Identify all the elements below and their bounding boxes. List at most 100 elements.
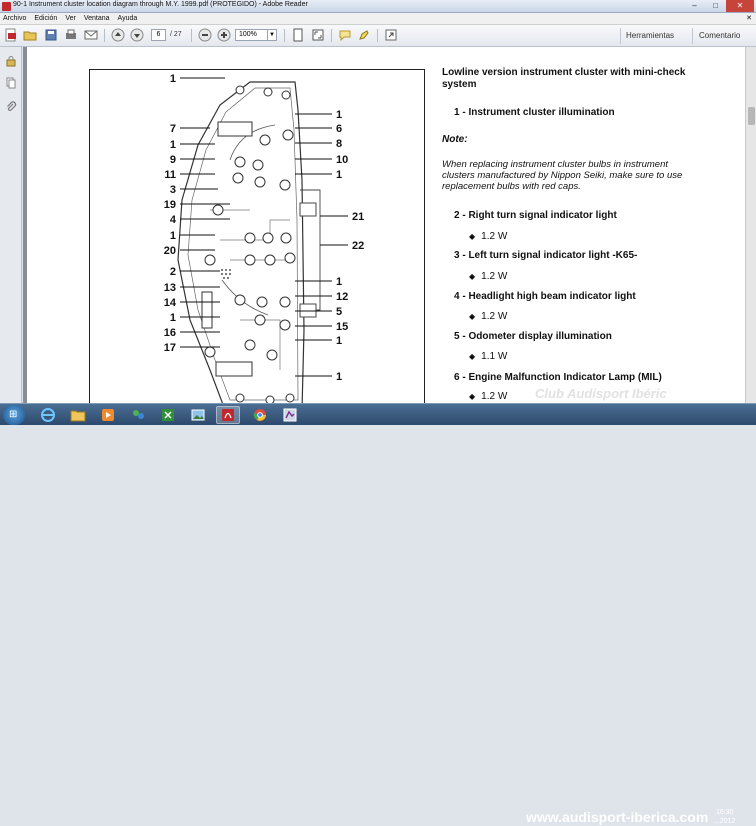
page-thumbnails-icon[interactable] <box>5 77 17 89</box>
clock-date: ...2012 <box>714 818 736 825</box>
toolbar: 6 / 27 100% ▼ Herramientas Comentario <box>0 25 756 47</box>
diagram-label: 8 <box>336 138 342 150</box>
legend-item-6: 6 - Engine Malfunction Indicator Lamp (M… <box>454 372 662 383</box>
close-button[interactable]: ✕ <box>726 0 754 12</box>
adobe-reader-icon <box>2 2 11 11</box>
lock-icon[interactable] <box>5 55 17 67</box>
diagram-label: 10 <box>336 154 348 166</box>
print-icon[interactable] <box>64 28 78 42</box>
minimize-button[interactable]: – <box>692 1 697 10</box>
window-controls: – □ ✕ <box>684 0 754 12</box>
comentario-button[interactable]: Comentario <box>699 31 741 40</box>
excel-icon[interactable] <box>156 406 180 424</box>
image-viewer-icon[interactable] <box>186 406 210 424</box>
create-pdf-icon[interactable] <box>4 28 18 42</box>
comment-icon[interactable] <box>338 28 352 42</box>
menu-ventana[interactable]: Ventana <box>83 15 110 22</box>
diagram-label: 4 <box>170 214 177 226</box>
start-button[interactable]: ⊞ <box>3 405 25 425</box>
extend-icon[interactable] <box>384 28 398 42</box>
menu-archivo[interactable]: Archivo <box>3 15 27 22</box>
windows-icon: ⊞ <box>9 409 18 420</box>
diagram-label: 1 <box>170 139 176 151</box>
diagram-label: 15 <box>336 321 348 333</box>
taskbar: ⊞ www.audisport-iberica.com 16:30 ...201… <box>0 403 756 825</box>
diagram-label: 13 <box>164 282 176 294</box>
save-icon[interactable] <box>44 28 58 42</box>
system-clock[interactable]: 16:30 ...2012 <box>714 808 735 826</box>
internet-explorer-icon[interactable] <box>36 406 60 424</box>
diagram-label: 14 <box>164 297 177 309</box>
legend-item-1: 1 - Instrument cluster illumination <box>454 107 615 118</box>
note-text: When replacing instrument cluster bulbs … <box>442 159 683 192</box>
application-icon[interactable] <box>278 406 302 424</box>
fit-page-icon[interactable] <box>291 28 305 42</box>
title-bar: 90-1 Instrument cluster location diagram… <box>0 0 756 13</box>
diamond-bullet-icon: ◆ <box>469 352 476 361</box>
section-heading: Lowline version instrument cluster with … <box>442 67 686 90</box>
diamond-bullet-icon: ◆ <box>469 232 476 241</box>
diagram-label: 20 <box>164 245 176 257</box>
previous-page-icon[interactable] <box>111 28 125 42</box>
page-number-input[interactable]: 6 <box>151 29 166 41</box>
watermark-url: www.audisport-iberica.com <box>526 809 709 825</box>
zoom-in-icon[interactable] <box>217 28 231 42</box>
diagram-label: 1 <box>336 169 342 181</box>
menu-ayuda[interactable]: Ayuda <box>117 15 138 22</box>
page-total: / 27 <box>170 31 182 38</box>
legend-item-4: 4 - Headlight high beam indicator light <box>454 291 636 302</box>
toolbar-divider <box>284 29 285 42</box>
navigation-panel <box>0 47 22 403</box>
pdf-page: 1 7 1 9 11 3 19 4 1 20 2 13 14 1 16 17 <box>27 47 745 403</box>
diagram-label: 1 <box>170 73 176 85</box>
legend-spec: ◆1.1 W <box>469 351 508 362</box>
open-icon[interactable] <box>23 28 37 42</box>
attachment-icon[interactable] <box>5 101 17 113</box>
diagram-label: 22 <box>352 240 364 252</box>
diagram-label: 1 <box>336 335 342 347</box>
highlight-icon[interactable] <box>357 28 371 42</box>
explorer-icon[interactable] <box>66 406 90 424</box>
messenger-icon[interactable] <box>126 406 150 424</box>
watermark-ghost-text: Club Audisport Ibéric <box>535 386 667 401</box>
toolbar-divider <box>692 28 693 44</box>
diagram-label: 6 <box>336 123 342 135</box>
diagram-label: 12 <box>336 291 348 303</box>
diagram-label: 1 <box>170 230 176 242</box>
vertical-scrollbar[interactable] <box>745 47 756 403</box>
diagram-label: 2 <box>170 266 176 278</box>
menu-bar: Archivo Edición Ver Ventana Ayuda ✕ <box>0 13 756 25</box>
diagram-label: 1 <box>336 371 342 383</box>
diagram-label: 9 <box>170 154 176 166</box>
maximize-button[interactable]: □ <box>713 1 718 10</box>
diagram-label: 21 <box>352 211 364 223</box>
window-title: 90-1 Instrument cluster location diagram… <box>13 1 308 8</box>
menu-ver[interactable]: Ver <box>65 15 76 22</box>
diagram-label: 1 <box>336 109 342 121</box>
diagram-label: 16 <box>164 327 176 339</box>
diagram-label: 5 <box>336 306 342 318</box>
zoom-select[interactable]: 100% ▼ <box>235 29 277 41</box>
adobe-reader-taskbar-icon[interactable] <box>216 406 240 424</box>
diamond-bullet-icon: ◆ <box>469 312 476 321</box>
legend-spec: ◆1.2 W <box>469 391 508 402</box>
instrument-cluster-diagram: 1 7 1 9 11 3 19 4 1 20 2 13 14 1 16 17 <box>89 69 425 403</box>
diagram-label: 7 <box>170 123 176 135</box>
legend-spec: ◆1.2 W <box>469 231 508 242</box>
media-player-icon[interactable] <box>96 406 120 424</box>
close-document-icon[interactable]: ✕ <box>746 15 752 22</box>
zoom-out-icon[interactable] <box>198 28 212 42</box>
cluster-drawing: 1 7 1 9 11 3 19 4 1 20 2 13 14 1 16 17 <box>164 73 364 403</box>
scrollbar-thumb[interactable] <box>748 107 755 125</box>
full-screen-icon[interactable] <box>311 28 325 42</box>
herramientas-button[interactable]: Herramientas <box>626 31 675 40</box>
toolbar-divider <box>331 29 332 42</box>
email-icon[interactable] <box>84 28 98 42</box>
chrome-icon[interactable] <box>248 406 272 424</box>
menu-edicion[interactable]: Edición <box>34 15 58 22</box>
chevron-down-icon: ▼ <box>267 30 276 40</box>
next-page-icon[interactable] <box>130 28 144 42</box>
toolbar-divider <box>191 29 192 42</box>
toolbar-divider <box>620 28 621 44</box>
diagram-label: 1 <box>170 312 176 324</box>
